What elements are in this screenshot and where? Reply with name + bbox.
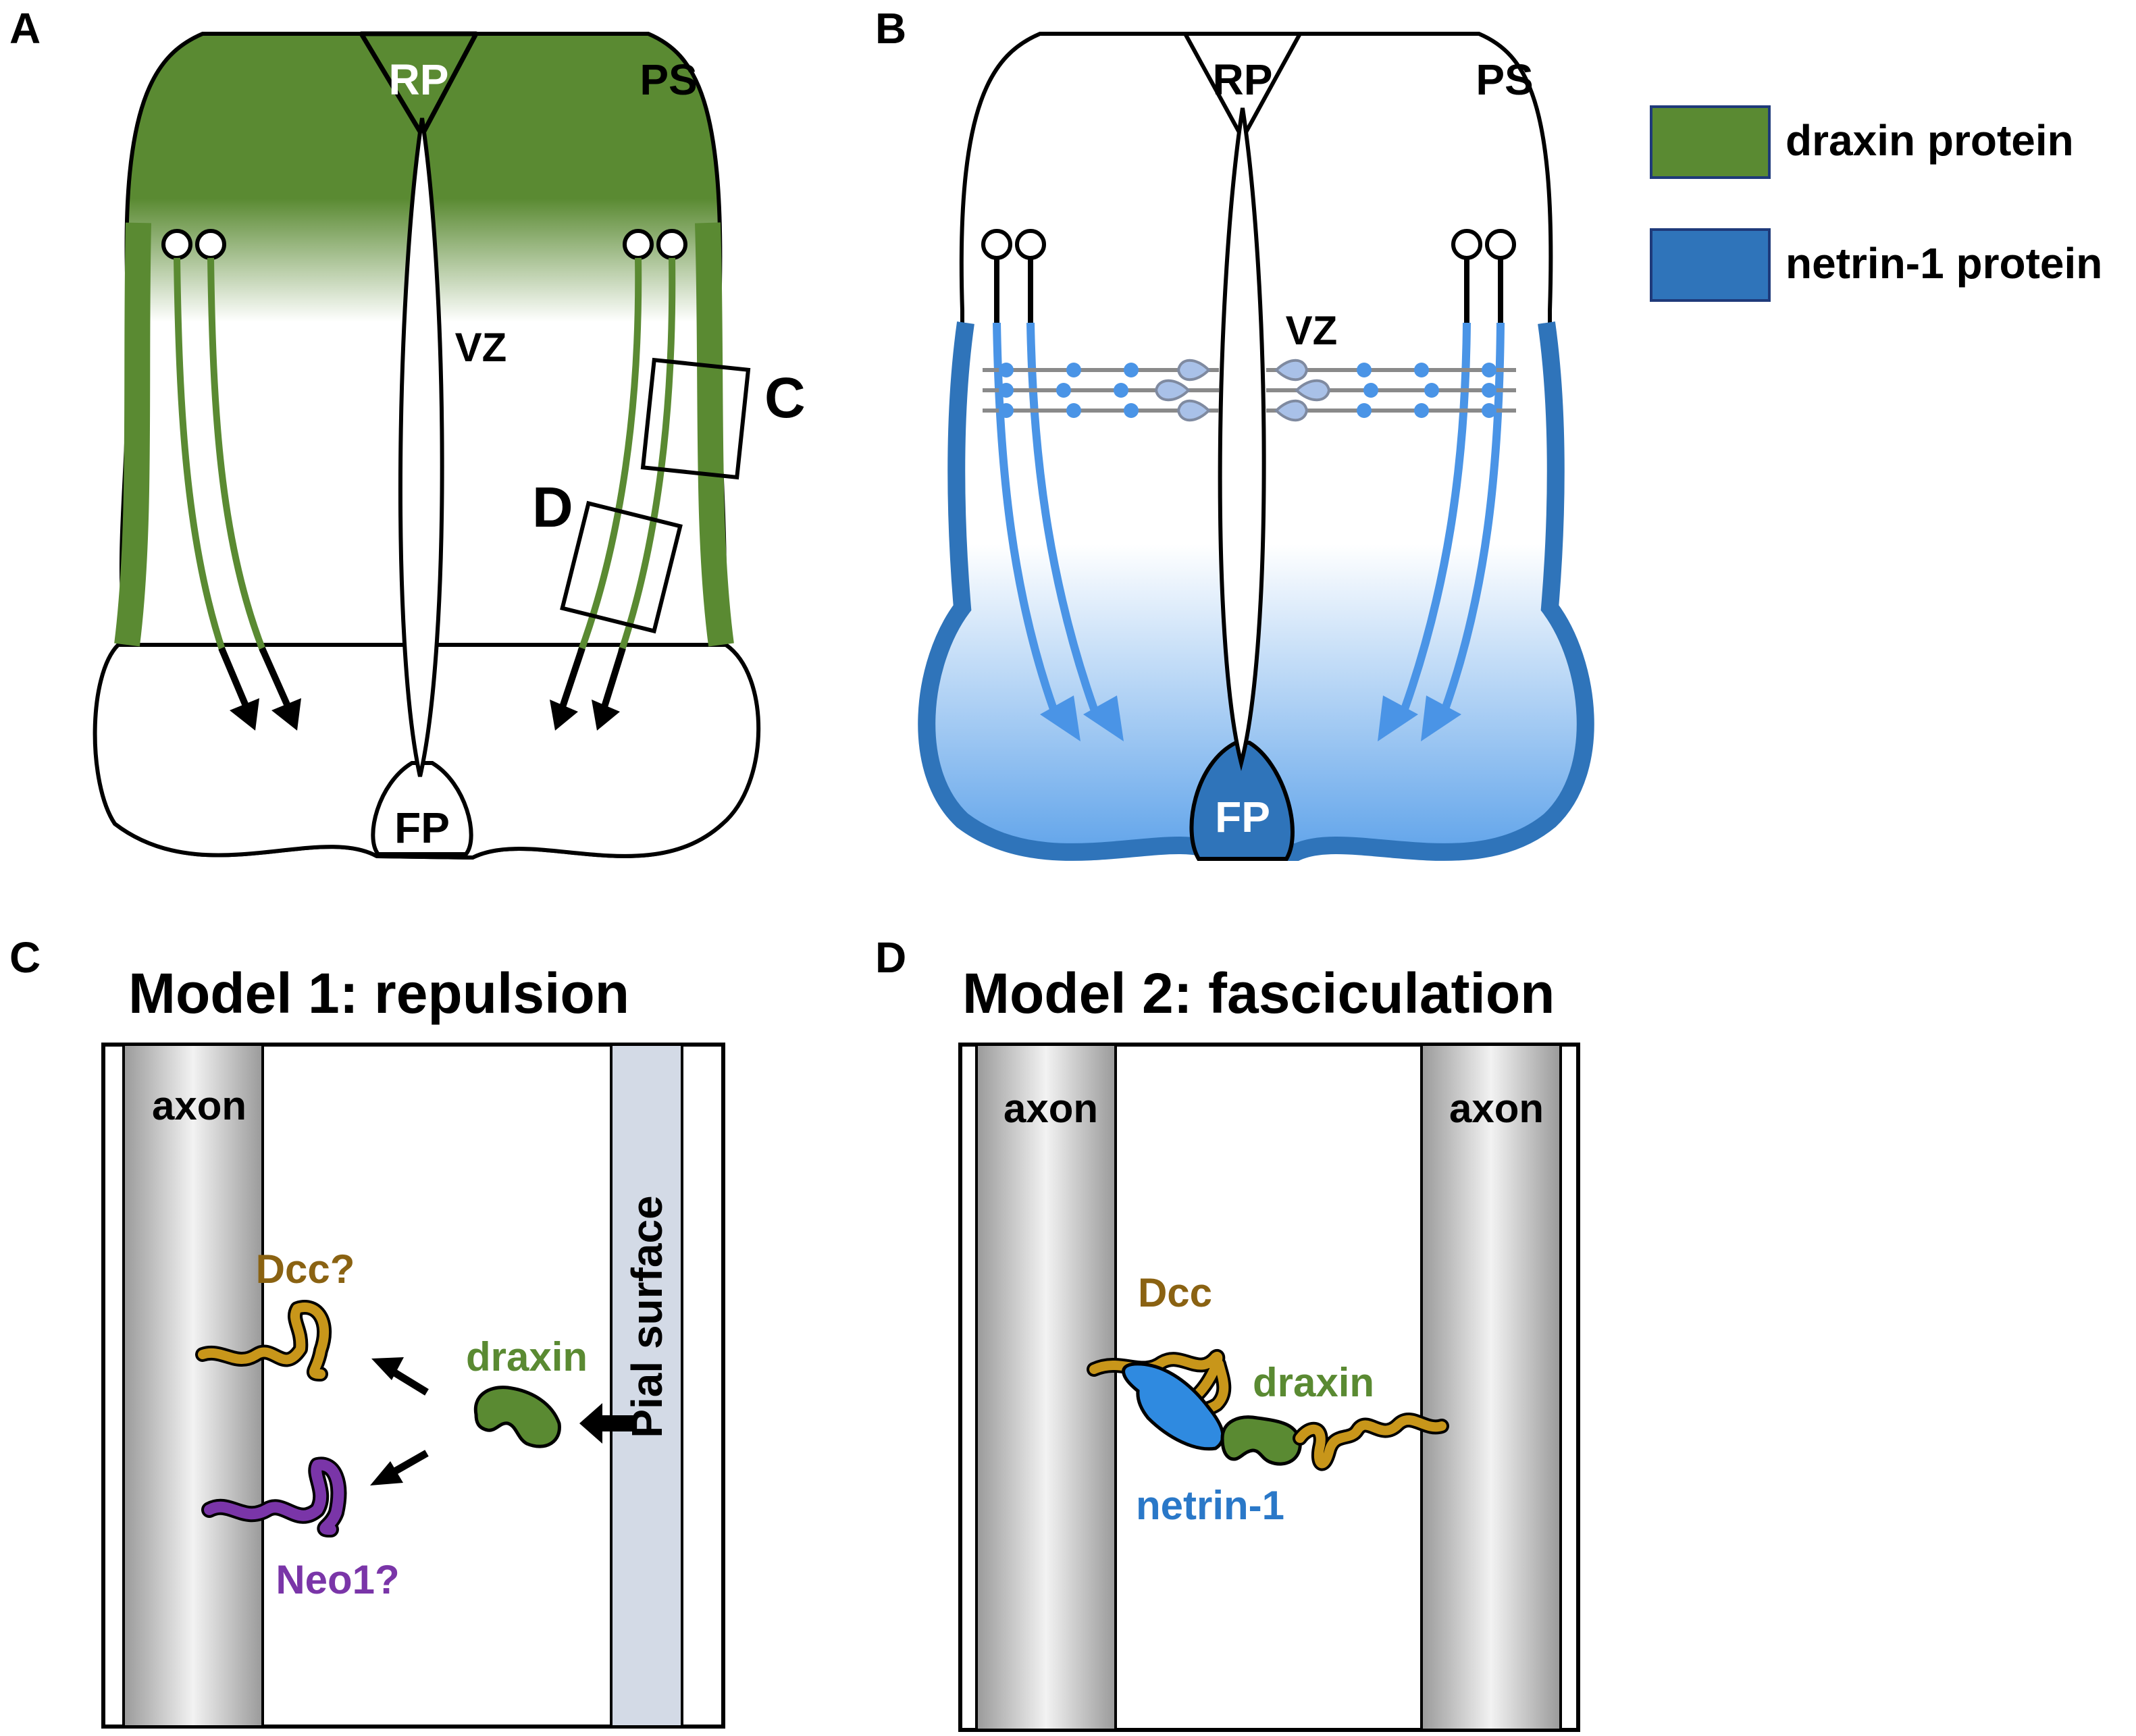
axon-arrowhead [550,700,578,731]
panel-a: A RP FP VZ PS C D [9,4,806,860]
neuron-cell-body [1176,359,1211,382]
neuron-cell-body [1274,359,1309,382]
panel-c-title: Model 1: repulsion [128,962,629,1025]
legend: draxin protein netrin-1 protein [1650,105,2102,302]
axon-arrowhead-netrin [1040,695,1080,741]
zoom-box-c [640,357,751,480]
neuron-soma [656,229,687,260]
commissural-axon-netrin [993,322,1058,710]
roof-plate-b [1183,32,1302,140]
pial-surface [610,1043,683,1728]
axon-arrow-shaft [259,646,292,711]
axon-arrowhead [592,700,620,731]
repulsion-arrow-shaft [392,1450,429,1475]
vz-label-a: VZ [455,325,507,370]
legend-label-netrin: netrin-1 protein [1786,239,2102,288]
neuron-cell-body [1274,399,1309,422]
secretion-arrowhead [579,1403,602,1444]
zoom-box-d [560,500,683,634]
dcc-receptor-d-right-fill [1295,1415,1447,1469]
axon-arrow-shaft [558,647,585,710]
neuron-cell-body [1176,399,1211,422]
draxin-pial-band-left [114,222,151,647]
panel-b: B RP FP VZ PS [875,4,1594,861]
legend-label-draxin: draxin protein [1786,116,2074,165]
neuron-soma [161,229,192,260]
axon-c [122,1043,264,1728]
repulsion-arrowhead [370,1461,403,1485]
commissural-axon [174,257,226,653]
legend-swatch-netrin [1650,228,1771,302]
dcc-label-c: Dcc? [256,1246,355,1292]
commissural-axon-netrin [1401,322,1471,710]
draxin-protein-d [1220,1415,1302,1466]
draxin-protein-c [473,1386,561,1448]
panel-d-title: Model 2: fasciculation [962,962,1555,1025]
floor-plate-b [1189,741,1295,861]
axon-arrow-shaft [218,647,251,710]
repulsion-arrowhead [371,1357,404,1380]
ps-label-a: PS [640,55,697,104]
panel-c: C Model 1: repulsion axon Pial surface D… [9,933,725,1729]
panel-d-letter: D [875,933,906,982]
ventricular-zone-a [398,117,444,777]
neuron-soma [1015,229,1046,260]
netrin-protein [1122,1362,1225,1451]
ventricular-zone-b [1218,107,1266,764]
draxin-pial-band-right [695,222,734,647]
dcc-receptor-c-fill [198,1303,329,1379]
panel-c-letter: C [9,933,41,982]
box-c-label: C [764,366,806,429]
floor-plate-a [371,761,473,856]
vz-label-b: VZ [1286,308,1338,353]
neuron-soma [1451,229,1482,260]
neuron-soma [195,229,226,260]
panel-d: D Model 2: fasciculation axon axon Dcc d… [875,933,1580,1732]
dcc-label-d: Dcc [1138,1270,1212,1315]
fp-label-b: FP [1215,793,1270,841]
axon-arrowhead-netrin [1421,695,1461,741]
neuron-soma [623,229,654,260]
commissural-axon-netrin [1026,322,1098,710]
ps-label-b: PS [1476,55,1533,104]
rp-label-a: RP [389,55,449,104]
axon-d-right [1420,1043,1562,1731]
commissural-axon [207,257,267,653]
repulsion-arrow-shaft [392,1369,429,1396]
vz-neurons [1154,359,1331,422]
axon-arrow-shaft [600,647,626,710]
commissural-axon-netrin [1441,322,1505,710]
netrin-label-d: netrin-1 [1136,1483,1284,1528]
panel-a-letter: A [9,4,41,53]
legend-swatch-draxin [1650,105,1771,179]
axon-label-d-right: axon [1449,1086,1544,1131]
axon-arrowhead-netrin [1083,695,1124,741]
neuron-cell-body [1154,379,1191,402]
neo1-label: Neo1? [276,1557,399,1602]
axon-arrowhead [271,698,301,731]
axon-arrowhead-netrin [1378,695,1418,741]
axon-arrowhead [230,698,259,731]
draxin-label-c: draxin [466,1334,588,1379]
commissural-axon [577,257,642,653]
netrin-dots [999,363,1496,418]
rp-label-b: RP [1213,55,1273,104]
axon-label-d-left: axon [1004,1086,1098,1131]
draxin-label-d: draxin [1253,1360,1374,1405]
pial-surface-label: Pial surface [623,1195,671,1438]
axon-label-c: axon [152,1083,246,1128]
roof-plate-a [359,31,479,138]
neuron-soma [1485,229,1516,260]
neo1-receptor-fill [204,1459,344,1535]
neuron-cell-body [1295,379,1331,402]
fp-label-a: FP [394,804,450,852]
panel-b-letter: B [875,4,906,53]
neuron-soma [981,229,1012,260]
box-d-label: D [532,475,573,539]
axon-d-left [975,1043,1117,1731]
